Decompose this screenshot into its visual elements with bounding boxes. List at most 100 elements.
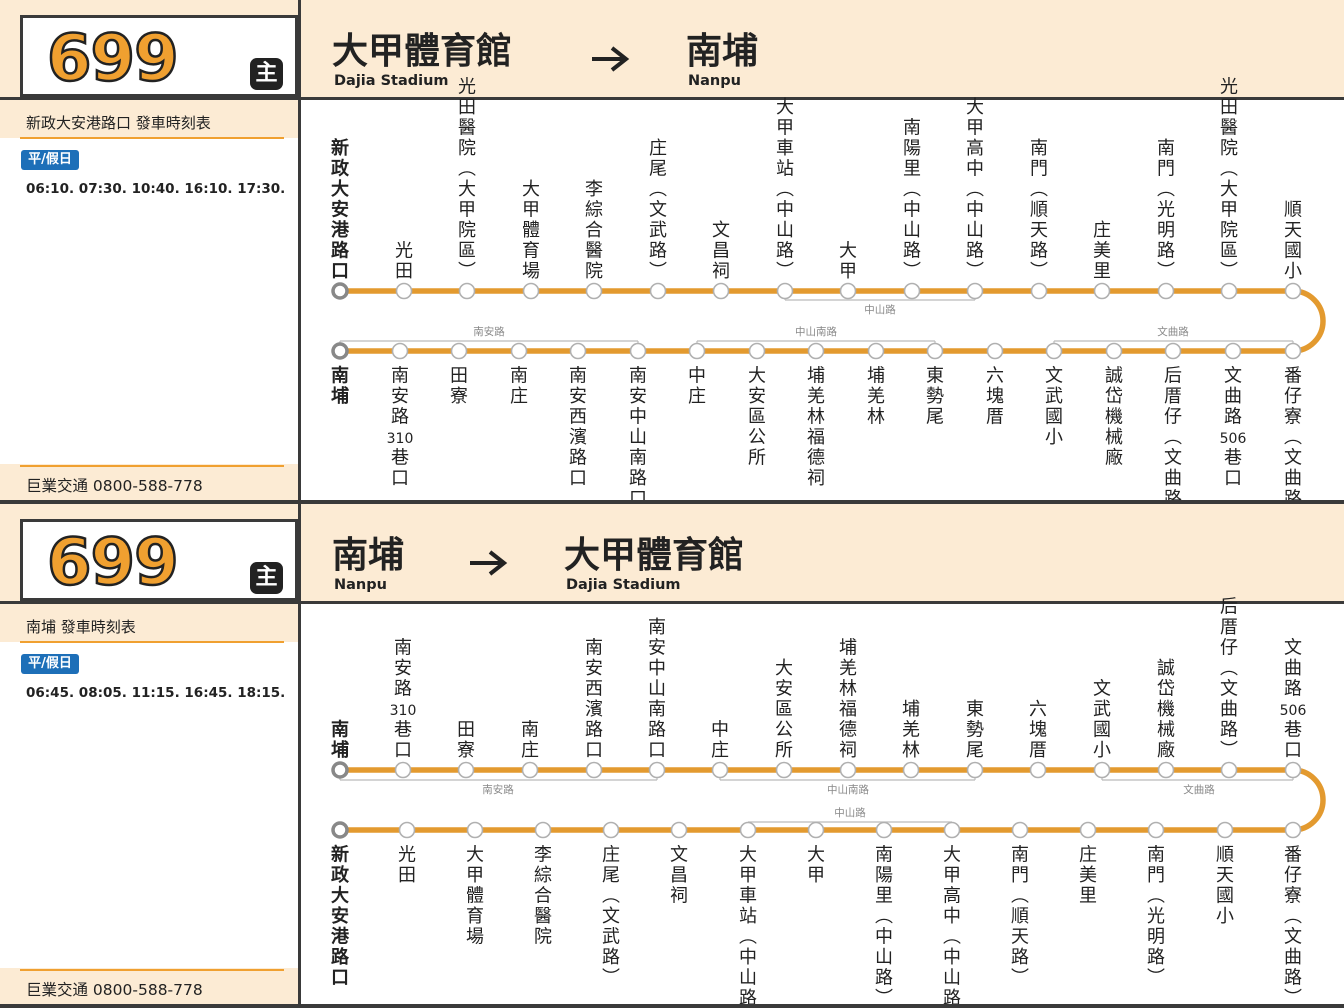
- svg-text:大安區公所: 大安區公所: [775, 658, 793, 761]
- stop-name: 南門︵光明路︶: [1147, 845, 1165, 989]
- stop-name: 東勢尾: [966, 699, 984, 761]
- svg-text:文武國小: 文武國小: [1045, 366, 1063, 449]
- stop-marker: [711, 761, 729, 779]
- stop-name: 后厝仔︵文曲路︶: [1220, 597, 1238, 762]
- stop-marker: [466, 821, 484, 839]
- stop-marker: [903, 282, 921, 300]
- stop-name: 埔羌林福德祠: [807, 366, 825, 490]
- day-type-badge: 平/假日: [21, 654, 79, 674]
- stop-marker: [1030, 282, 1048, 300]
- direction-header: [300, 0, 1344, 97]
- stop-marker: [1164, 342, 1182, 360]
- stop-marker: [510, 342, 528, 360]
- svg-text:東勢尾: 東勢尾: [926, 366, 944, 428]
- svg-text:六塊厝: 六塊厝: [1029, 699, 1047, 761]
- svg-text:庄美里: 庄美里: [1079, 845, 1097, 907]
- svg-text:南庄: 南庄: [510, 366, 528, 408]
- stop-name: 南安中山南路口: [629, 366, 647, 505]
- route-number: 699: [46, 526, 180, 600]
- stop-marker: [391, 342, 409, 360]
- stop-name: 南門︵光明路︶: [1157, 138, 1175, 282]
- road-label: 中山南路: [795, 325, 837, 338]
- stop-marker: [1220, 282, 1238, 300]
- stop-marker: [688, 342, 706, 360]
- stop-name: 李綜合醫院: [585, 179, 603, 282]
- stop-marker: [670, 821, 688, 839]
- stop-marker: [1079, 821, 1097, 839]
- stop-marker: [966, 282, 984, 300]
- svg-text:新政大安港路口: 新政大安港路口: [331, 844, 350, 989]
- svg-text:南安中山南路口: 南安中山南路口: [629, 366, 647, 505]
- stop-marker: [585, 761, 603, 779]
- stop-marker: [521, 761, 539, 779]
- stop-marker: [522, 282, 540, 300]
- stop-marker: [839, 282, 857, 300]
- stop-marker: [986, 342, 1004, 360]
- svg-text:新政大安港路口: 新政大安港路口: [331, 137, 350, 282]
- stop-marker: [1045, 342, 1063, 360]
- stop-name: 庄美里: [1079, 845, 1097, 907]
- stop-marker: [1284, 761, 1302, 779]
- departure-times: 06:10. 07:30. 10:40. 16:10. 17:30.: [26, 181, 286, 197]
- svg-text:大甲高中︵中山路︶: 大甲高中︵中山路︶: [943, 845, 961, 1008]
- stop-name: 埔羌林福德祠: [839, 638, 857, 762]
- route-line: [340, 288, 1326, 354]
- stop-marker: [1093, 282, 1111, 300]
- stop-marker: [1284, 821, 1302, 839]
- stop-name: 番仔寮︵文曲路︶: [1284, 366, 1302, 505]
- svg-text:誠岱機械廠: 誠岱機械廠: [1105, 366, 1123, 469]
- svg-text:庄美里: 庄美里: [1093, 220, 1111, 282]
- stop-marker: [602, 821, 620, 839]
- stop-name: 順天國小: [1216, 845, 1234, 928]
- route-map: 中山路南安路中山南路文曲路新政大安港路口光田光田醫院︵大甲院區︶大甲體育場李綜合…: [331, 77, 1326, 505]
- stop-name: 光田醫院︵大甲院區︶: [458, 77, 476, 283]
- stop-name: 大甲高中︵中山路︶: [966, 97, 984, 282]
- stop-name: 順天國小: [1284, 200, 1302, 283]
- stop-name: 南陽里︵中山路︶: [875, 845, 893, 1008]
- terminal-stop-marker: [331, 761, 349, 779]
- stop-name: 六塊厝: [986, 366, 1004, 428]
- svg-text:中庄: 中庄: [711, 720, 729, 762]
- svg-text:順天國小: 順天國小: [1216, 845, 1234, 928]
- stop-marker: [1284, 282, 1302, 300]
- stop-name: 中庄: [688, 366, 706, 408]
- main-route-badge: 主: [250, 562, 283, 594]
- svg-text:順天國小: 順天國小: [1284, 200, 1302, 283]
- stop-name: 光田: [398, 845, 416, 887]
- svg-text:大甲體育場: 大甲體育場: [522, 179, 540, 282]
- stop-name: 大甲車站︵中山路︶: [776, 97, 794, 282]
- stop-marker: [807, 821, 825, 839]
- svg-text:埔羌林福德祠: 埔羌林福德祠: [839, 638, 857, 762]
- svg-text:南庄: 南庄: [521, 720, 539, 762]
- stop-name: 南庄: [521, 720, 539, 762]
- main-route-badge: 主: [250, 58, 283, 90]
- operator-contact: 巨業交通 0800-588-778: [26, 477, 203, 495]
- stop-marker: [585, 282, 603, 300]
- svg-text:田寮: 田寮: [450, 366, 468, 408]
- stop-marker: [902, 761, 920, 779]
- stop-name: 中庄: [711, 720, 729, 762]
- stop-name: 大甲: [839, 241, 857, 283]
- road-label: 文曲路: [1157, 325, 1189, 338]
- svg-text:埔羌林福德祠: 埔羌林福德祠: [807, 366, 825, 490]
- svg-text:光田醫院︵大甲院區︶: 光田醫院︵大甲院區︶: [1220, 77, 1238, 283]
- stop-marker: [775, 761, 793, 779]
- stop-name: 南門︵順天路︶: [1030, 138, 1048, 282]
- destination-name: 南埔: [686, 31, 759, 72]
- svg-text:南門︵光明路︶: 南門︵光明路︶: [1147, 845, 1165, 989]
- stop-name: 后厝仔︵文曲路︶: [1164, 366, 1182, 505]
- svg-text:埔羌林: 埔羌林: [902, 699, 920, 761]
- stop-marker: [739, 821, 757, 839]
- stop-name: 田寮: [450, 366, 468, 408]
- stop-marker: [648, 761, 666, 779]
- arrow-right-icon: [592, 46, 630, 72]
- svg-text:大甲車站︵中山路︶: 大甲車站︵中山路︶: [776, 97, 794, 282]
- stop-name: 光田: [395, 241, 413, 283]
- origin-name-en: Dajia Stadium: [334, 73, 449, 89]
- terminal-stop-marker: [331, 342, 349, 360]
- stop-marker: [943, 821, 961, 839]
